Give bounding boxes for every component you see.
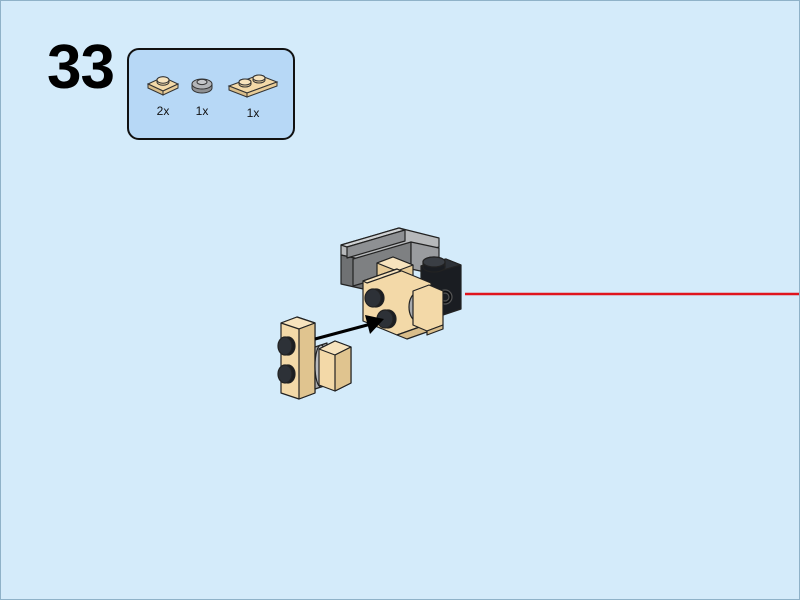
sub-assembly <box>277 316 352 400</box>
part-qty: 1x <box>246 106 260 120</box>
parts-callout: 2x 1x 1x <box>127 48 295 140</box>
step-number: 33 <box>47 33 115 102</box>
gray-round-tile-icon <box>191 78 213 94</box>
tan-plate-1x2-icon <box>227 74 279 98</box>
main-assembly <box>340 227 462 340</box>
part-qty: 1x <box>195 104 209 118</box>
part-light-gray-round-tile: 1x <box>187 72 217 118</box>
assembly-arrow <box>314 315 384 341</box>
part-tan-plate-1x2: 1x <box>225 72 281 120</box>
tan-plate-1x1-icon <box>146 76 180 96</box>
part-qty: 2x <box>156 104 170 118</box>
part-tan-plate-1x1: 2x <box>143 72 183 118</box>
